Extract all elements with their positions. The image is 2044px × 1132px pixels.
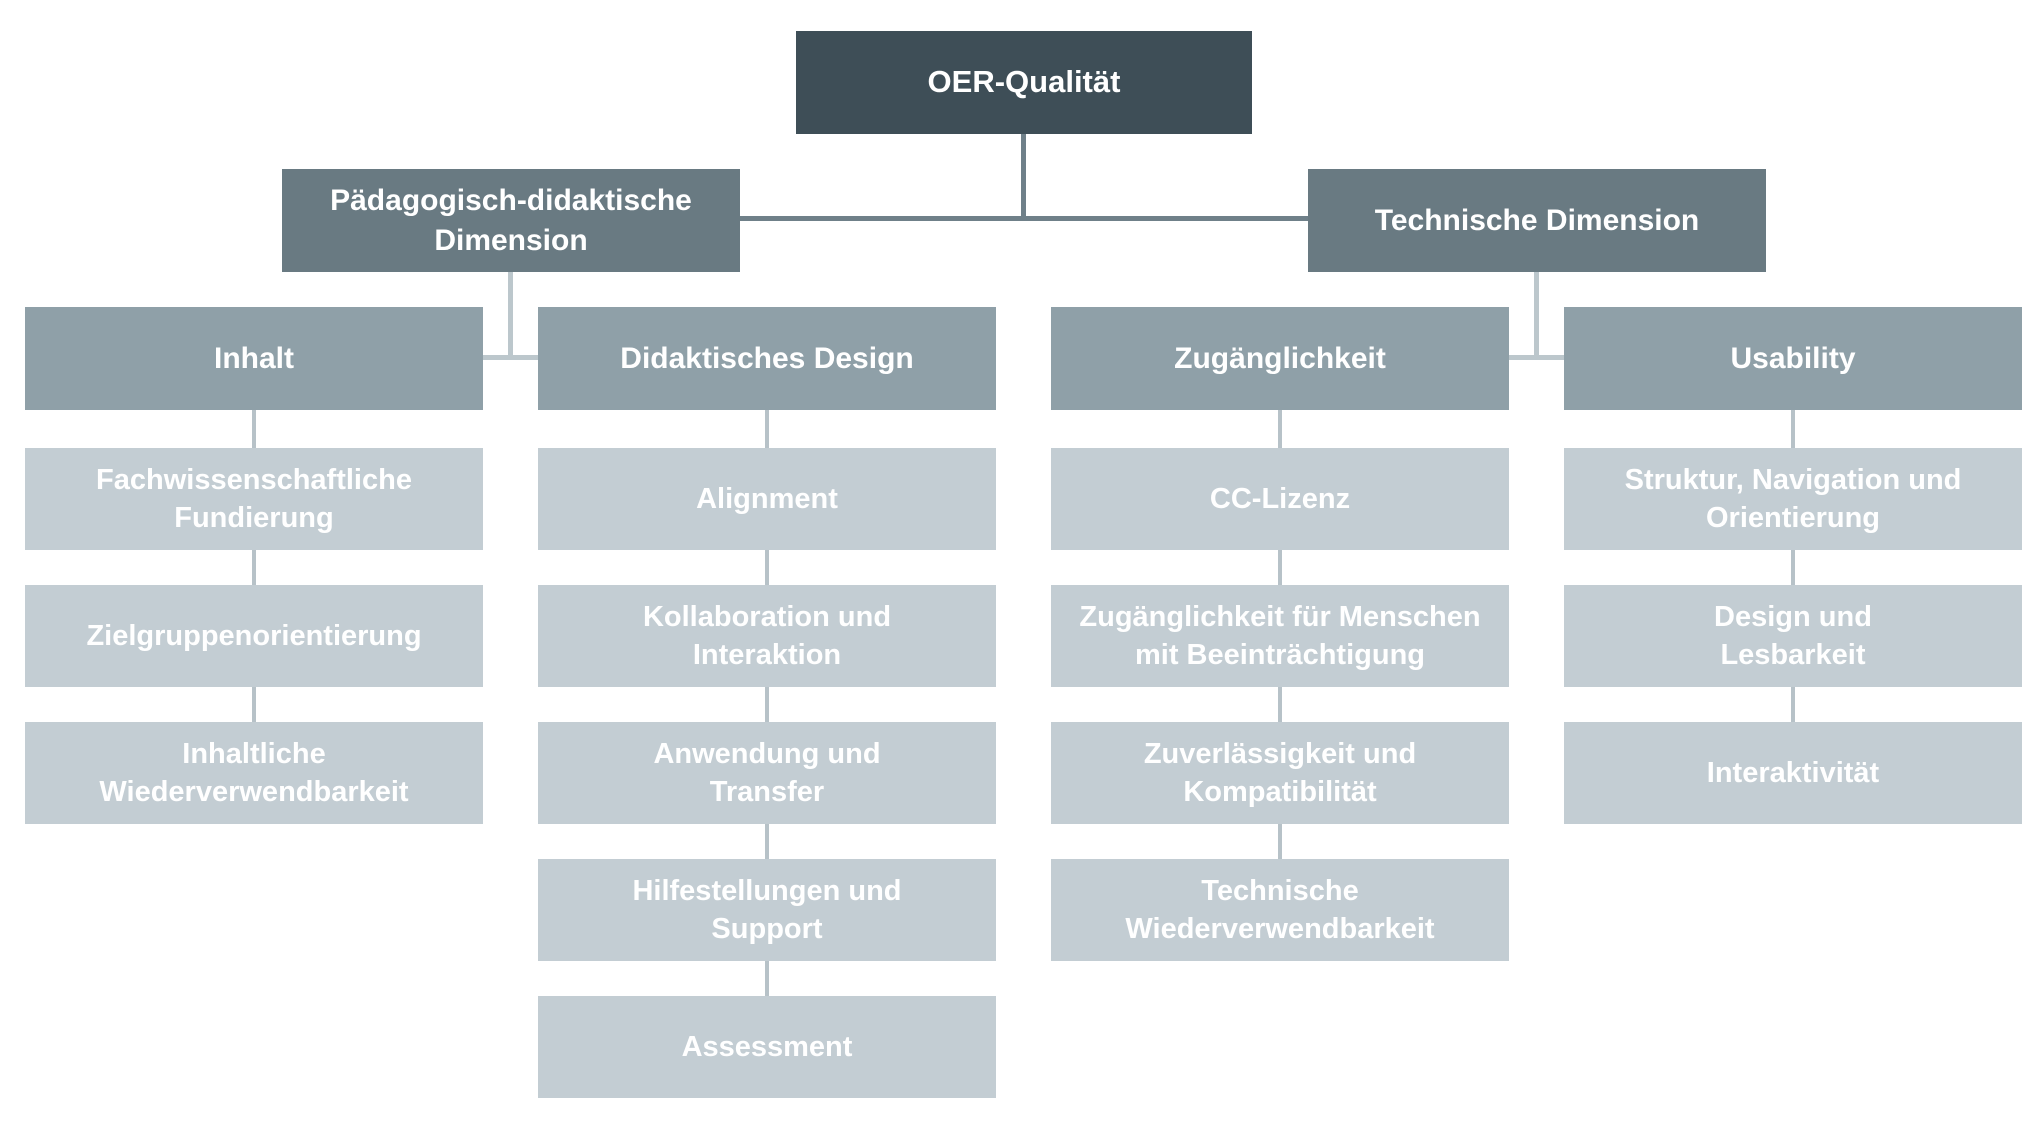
node-header-zugaenglichkeit-label: Zugänglichkeit xyxy=(1174,341,1386,375)
node-paedagogisch-didaktische-dimension-label: Pädagogisch-didaktische Dimension xyxy=(330,183,692,257)
node-item-label: Kollaboration und Interaktion xyxy=(642,600,892,671)
connector-dim1-crossbar xyxy=(483,355,538,360)
node-item-label: Zugänglichkeit für Menschen mit Beeinträ… xyxy=(1079,600,1481,671)
node-item-label: Struktur, Navigation und Orientierung xyxy=(1624,463,1962,534)
node-item-hilfestellungen-und-support: Hilfestellungen und Support xyxy=(538,859,996,961)
connector-col3-seg1 xyxy=(1278,410,1282,448)
node-header-usability-label: Usability xyxy=(1730,341,1856,375)
node-item-label: Design und Lesbarkeit xyxy=(1714,600,1872,671)
node-item-label: Hilfestellungen und Support xyxy=(632,874,902,945)
node-item-zugaenglichkeit-fuer-menschen: Zugänglichkeit für Menschen mit Beeinträ… xyxy=(1051,585,1509,687)
node-oer-qualitaet-label: OER-Qualität xyxy=(927,64,1121,100)
node-item-label: Zielgruppenorientierung xyxy=(86,619,422,652)
connector-col1-seg3 xyxy=(252,687,256,722)
node-item-label: Fachwissenschaftliche Fundierung xyxy=(96,463,412,534)
node-item-struktur-navigation-orientierung: Struktur, Navigation und Orientierung xyxy=(1564,448,2022,550)
connector-col3-seg4 xyxy=(1278,824,1282,859)
connector-col4-seg3 xyxy=(1791,687,1795,722)
node-item-label: CC-Lizenz xyxy=(1209,482,1351,515)
node-technische-dimension-label: Technische Dimension xyxy=(1374,203,1700,237)
node-header-didaktisches-design-label: Didaktisches Design xyxy=(620,341,914,375)
connector-col1-seg1 xyxy=(252,410,256,448)
connector-col3-seg2 xyxy=(1278,550,1282,585)
connector-col1-seg2 xyxy=(252,550,256,585)
connector-col2-seg1 xyxy=(765,410,769,448)
node-item-interaktivitaet: Interaktivität xyxy=(1564,722,2022,824)
node-item-zuverlaessigkeit-und-kompatibilitaet: Zuverlässigkeit und Kompatibilität xyxy=(1051,722,1509,824)
node-item-technische-wiederverwendbarkeit: Technische Wiederverwendbarkeit xyxy=(1051,859,1509,961)
node-paedagogisch-didaktische-dimension: Pädagogisch-didaktische Dimension xyxy=(282,169,740,272)
connector-col2-seg3 xyxy=(765,687,769,722)
node-header-inhalt-label: Inhalt xyxy=(214,341,294,375)
node-item-cc-lizenz: CC-Lizenz xyxy=(1051,448,1509,550)
node-item-label: Anwendung und Transfer xyxy=(653,737,881,808)
node-header-inhalt: Inhalt xyxy=(25,307,483,410)
connector-dim2-drop xyxy=(1534,272,1539,360)
connector-col4-seg1 xyxy=(1791,410,1795,448)
node-item-label: Inhaltliche Wiederverwendbarkeit xyxy=(99,737,409,808)
node-item-label: Interaktivität xyxy=(1706,756,1880,789)
connector-root-crossbar xyxy=(740,216,1308,221)
connector-col2-seg5 xyxy=(765,961,769,996)
connector-col4-seg2 xyxy=(1791,550,1795,585)
node-item-kollaboration-und-interaktion: Kollaboration und Interaktion xyxy=(538,585,996,687)
node-item-anwendung-und-transfer: Anwendung und Transfer xyxy=(538,722,996,824)
node-item-fachwissenschaftliche-fundierung: Fachwissenschaftliche Fundierung xyxy=(25,448,483,550)
connector-col2-seg2 xyxy=(765,550,769,585)
node-item-label: Assessment xyxy=(681,1030,853,1063)
node-oer-qualitaet: OER-Qualität xyxy=(796,31,1252,134)
node-header-zugaenglichkeit: Zugänglichkeit xyxy=(1051,307,1509,410)
node-item-zielgruppenorientierung: Zielgruppenorientierung xyxy=(25,585,483,687)
connector-dim2-crossbar xyxy=(1509,355,1564,360)
node-item-inhaltliche-wiederverwendbarkeit: Inhaltliche Wiederverwendbarkeit xyxy=(25,722,483,824)
connector-col2-seg4 xyxy=(765,824,769,859)
node-header-didaktisches-design: Didaktisches Design xyxy=(538,307,996,410)
node-item-label: Zuverlässigkeit und Kompatibilität xyxy=(1143,737,1417,808)
node-item-alignment: Alignment xyxy=(538,448,996,550)
node-item-label: Alignment xyxy=(696,482,838,515)
node-item-design-und-lesbarkeit: Design und Lesbarkeit xyxy=(1564,585,2022,687)
node-header-usability: Usability xyxy=(1564,307,2022,410)
node-item-label: Technische Wiederverwendbarkeit xyxy=(1125,874,1435,945)
connector-root-drop xyxy=(1021,134,1026,221)
node-item-assessment: Assessment xyxy=(538,996,996,1098)
connector-dim1-drop xyxy=(508,272,513,360)
connector-col3-seg3 xyxy=(1278,687,1282,722)
node-technische-dimension: Technische Dimension xyxy=(1308,169,1766,272)
